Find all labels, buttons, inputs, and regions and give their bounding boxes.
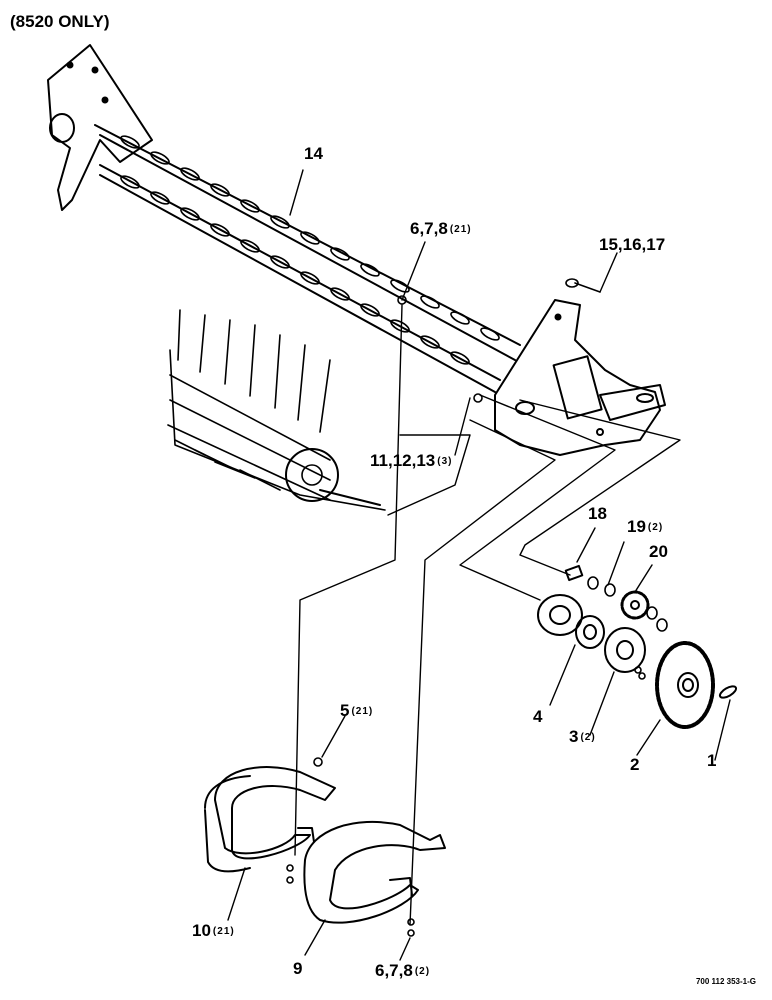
callout-number: 4 xyxy=(533,707,543,726)
callout-11-12-13: 11,12,13(3) xyxy=(370,452,452,469)
callout-3: 3(2) xyxy=(569,728,596,745)
callout-20: 20 xyxy=(649,543,670,560)
callout-6-7-8-top: 6,7,8(21) xyxy=(410,220,472,237)
callout-18: 18 xyxy=(588,505,609,522)
callout-number: 1 xyxy=(707,751,717,770)
assembly-centerlines xyxy=(294,304,681,926)
callout-number: 18 xyxy=(588,504,607,523)
callout-2: 2 xyxy=(630,756,641,773)
drawing-reference-number: 700 112 353-1-G xyxy=(695,977,756,986)
drive-sprocket-2 xyxy=(655,641,715,729)
bearing-flange-3 xyxy=(604,627,646,673)
callout-qty: (21) xyxy=(449,224,472,235)
callout-number: 9 xyxy=(293,959,303,978)
model-note: (8520 ONLY) xyxy=(10,12,110,31)
callout-9: 9 xyxy=(293,960,304,977)
callout-number: 3 xyxy=(569,727,579,746)
callout-1: 1 xyxy=(707,752,718,769)
callout-number: 15,16,17 xyxy=(599,235,666,254)
callout-qty: (3) xyxy=(437,456,453,467)
callout-number: 20 xyxy=(649,542,668,561)
callout-19: 19(2) xyxy=(627,518,663,535)
leader-lines xyxy=(227,169,731,961)
pin-1 xyxy=(718,685,738,699)
callout-15-16-17: 15,16,17 xyxy=(599,236,667,253)
stripper-band-10 xyxy=(204,766,336,873)
callout-10: 10(21) xyxy=(192,922,235,939)
band-hardware xyxy=(286,278,601,937)
bearing-insert xyxy=(575,615,605,649)
callout-number: 5 xyxy=(340,701,350,720)
callout-14: 14 xyxy=(304,145,325,162)
callout-number: 6,7,8 xyxy=(375,961,413,980)
washers-19 xyxy=(587,576,668,632)
callout-qty: (2) xyxy=(414,966,431,977)
key-18 xyxy=(564,564,584,582)
callout-number: 2 xyxy=(630,755,640,774)
stripper-band-9 xyxy=(303,821,446,924)
callout-5: 5(21) xyxy=(340,702,373,719)
stripper-bar-assembly xyxy=(94,124,521,393)
sprocket-20 xyxy=(620,590,650,620)
bearing-flange-4 xyxy=(537,594,583,636)
pickup-reel xyxy=(167,309,386,511)
callout-qty: (21) xyxy=(351,706,374,717)
callout-qty: (2) xyxy=(647,522,664,533)
small-nuts xyxy=(634,666,646,680)
callout-6-7-8-bottom: 6,7,8(2) xyxy=(375,962,430,979)
stripper-slots xyxy=(120,135,500,365)
left-end-plate xyxy=(47,44,153,211)
callout-number: 19 xyxy=(627,517,646,536)
callout-qty: (2) xyxy=(580,732,596,743)
callout-number: 14 xyxy=(304,144,323,163)
right-end-plate xyxy=(494,299,666,456)
callout-number: 11,12,13 xyxy=(370,451,436,470)
callout-4: 4 xyxy=(533,708,544,725)
callout-number: 10 xyxy=(192,921,211,940)
callout-qty: (21) xyxy=(212,926,235,937)
callout-number: 6,7,8 xyxy=(410,219,448,238)
